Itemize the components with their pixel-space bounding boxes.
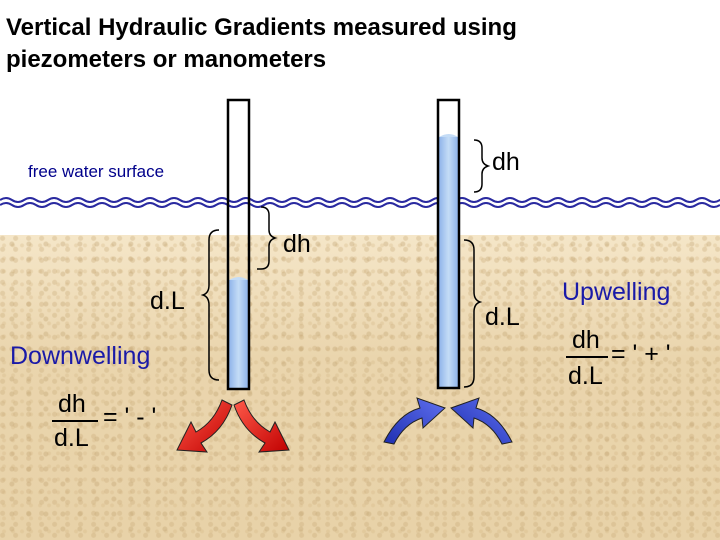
upwelling-numerator: dh	[572, 326, 600, 354]
brace-dL-left	[200, 229, 220, 381]
brace-dh-right	[473, 139, 491, 193]
left-piezometer	[226, 98, 251, 391]
right-piezometer	[436, 98, 461, 390]
downwelling-heading: Downwelling	[10, 342, 151, 370]
upwelling-fraction-bar	[566, 356, 608, 358]
red-arrow-right	[233, 399, 290, 453]
blue-arrow-right	[450, 397, 513, 445]
upwelling-sign: = ' + '	[611, 340, 671, 368]
downwelling-fraction-bar	[52, 420, 98, 422]
red-arrow-left	[176, 399, 233, 453]
page-title: Vertical Hydraulic Gradients measured us…	[6, 14, 517, 73]
water-surface-line	[0, 197, 720, 208]
upwelling-heading: Upwelling	[562, 278, 671, 306]
sediment-bed	[0, 235, 720, 540]
dL-left-label: d.L	[150, 287, 185, 315]
downwelling-sign: = ' - '	[103, 403, 157, 431]
upwelling-denominator: d.L	[568, 362, 603, 390]
downwelling-arrows	[176, 399, 290, 453]
brace-dL-right	[463, 239, 483, 388]
downwelling-numerator: dh	[58, 390, 86, 418]
free-water-surface-label: free water surface	[28, 162, 165, 181]
dh-left-label: dh	[283, 230, 311, 258]
upwelling-arrows	[383, 397, 513, 445]
downwelling-denominator: d.L	[54, 424, 89, 452]
dh-right-label: dh	[492, 148, 520, 176]
brace-dh-left	[257, 206, 278, 270]
dL-right-label: d.L	[485, 303, 520, 331]
blue-arrow-left	[383, 397, 446, 445]
